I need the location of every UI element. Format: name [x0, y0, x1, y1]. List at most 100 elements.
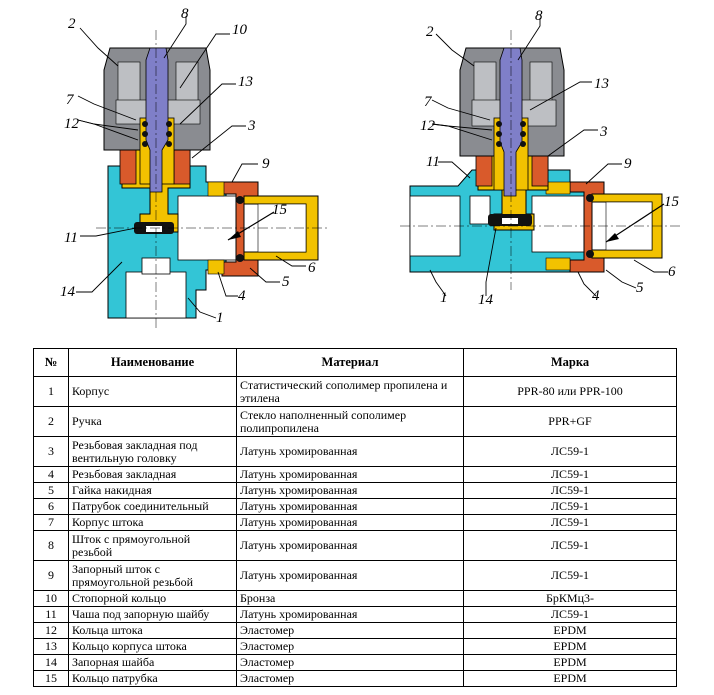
callout-2: 2: [426, 24, 434, 40]
callout-8: 8: [181, 6, 189, 22]
row-number: 11: [33, 606, 69, 623]
row-number: 3: [33, 436, 69, 467]
part-material: Эластомер: [236, 638, 464, 655]
part-grade: ЛС59-1: [463, 606, 677, 623]
callout-4: 4: [592, 288, 600, 304]
part-material: Эластомер: [236, 622, 464, 639]
row-number: 13: [33, 638, 69, 655]
part-grade: PPR+GF: [463, 406, 677, 437]
angle-valve-drawing: 8 2 10 13 7 12 3 9 15 11 6 14 4 5 1: [60, 6, 330, 330]
part-material: Латунь хромированная: [236, 482, 464, 499]
callout-11: 11: [426, 154, 440, 170]
part-material: Латунь хромированная: [236, 514, 464, 531]
callout-2: 2: [68, 16, 76, 32]
part-grade: ЛС59-1: [463, 498, 677, 515]
callout-13: 13: [594, 76, 609, 92]
part-name: Запорная шайба: [68, 654, 237, 671]
callout-12: 12: [420, 118, 436, 134]
part-name: Корпус: [68, 376, 237, 407]
row-number: 1: [33, 376, 69, 407]
part-name: Кольцо патрубка: [68, 670, 237, 687]
callout-1: 1: [216, 310, 224, 326]
part-material: Латунь хромированная: [236, 498, 464, 515]
part-grade: ЛС59-1: [463, 560, 677, 591]
part-grade: ЛС59-1: [463, 482, 677, 499]
callout-4: 4: [238, 288, 246, 304]
callout-6: 6: [308, 260, 316, 276]
part-name: Запорный шток с прямоугольной резьбой: [68, 560, 237, 591]
callout-10: 10: [232, 22, 248, 38]
callout-8: 8: [535, 8, 543, 24]
valve-section-drawings: 8 2 10 13 7 12 3 9 15 11 6 14 4 5 1: [60, 6, 680, 330]
part-grade: EPDM: [463, 622, 677, 639]
part-name: Резьбовая закладная под вентильную голов…: [68, 436, 237, 467]
row-number: 2: [33, 406, 69, 437]
part-material: Стекло наполненный сополимер полипропиле…: [236, 406, 464, 437]
part-name: Кольца штока: [68, 622, 237, 639]
part-grade: EPDM: [463, 670, 677, 687]
part-name: Кольцо корпуса штока: [68, 638, 237, 655]
part-name: Патрубок соединительный: [68, 498, 237, 515]
callout-1: 1: [440, 290, 448, 306]
part-material: Латунь хромированная: [236, 436, 464, 467]
part-grade: ЛС59-1: [463, 530, 677, 561]
callout-15: 15: [272, 202, 288, 218]
part-name: Корпус штока: [68, 514, 237, 531]
callout-9: 9: [262, 156, 270, 172]
row-number: 4: [33, 466, 69, 483]
callout-11: 11: [64, 230, 78, 246]
row-number: 9: [33, 560, 69, 591]
callout-3: 3: [599, 124, 608, 140]
header-grade: Марка: [463, 348, 677, 377]
header-number: №: [33, 348, 69, 377]
union-nut: [221, 181, 259, 277]
callout-14: 14: [478, 292, 494, 308]
callout-5: 5: [636, 280, 644, 296]
row-number: 12: [33, 622, 69, 639]
part-grade: PPR-80 или PPR-100: [463, 376, 677, 407]
part-material: Статистический сополимер пропилена и эти…: [236, 376, 464, 407]
callout-6: 6: [668, 264, 676, 280]
callout-15: 15: [664, 194, 680, 210]
part-material: Латунь хромированная: [236, 530, 464, 561]
row-number: 6: [33, 498, 69, 515]
part-material: Латунь хромированная: [236, 606, 464, 623]
callout-9: 9: [624, 156, 632, 172]
row-number: 15: [33, 670, 69, 687]
part-material: Латунь хромированная: [236, 466, 464, 483]
row-number: 5: [33, 482, 69, 499]
row-number: 7: [33, 514, 69, 531]
row-number: 14: [33, 654, 69, 671]
callout-12: 12: [64, 116, 80, 132]
part-grade: EPDM: [463, 638, 677, 655]
part-name: Ручка: [68, 406, 237, 437]
part-name: Резьбовая закладная: [68, 466, 237, 483]
part-grade: БрКМц3-: [463, 590, 677, 607]
part-material: Эластомер: [236, 670, 464, 687]
callout-7: 7: [424, 94, 433, 110]
part-name: Шток с прямоугольной резьбой: [68, 530, 237, 561]
row-number: 10: [33, 590, 69, 607]
callout-13: 13: [238, 74, 253, 90]
stem: [145, 47, 169, 193]
part-grade: ЛС59-1: [463, 514, 677, 531]
part-grade: EPDM: [463, 654, 677, 671]
part-material: Бронза: [236, 590, 464, 607]
union-nut: [569, 181, 605, 273]
part-name: Гайка накидная: [68, 482, 237, 499]
part-name: Стопорной кольцо: [68, 590, 237, 607]
